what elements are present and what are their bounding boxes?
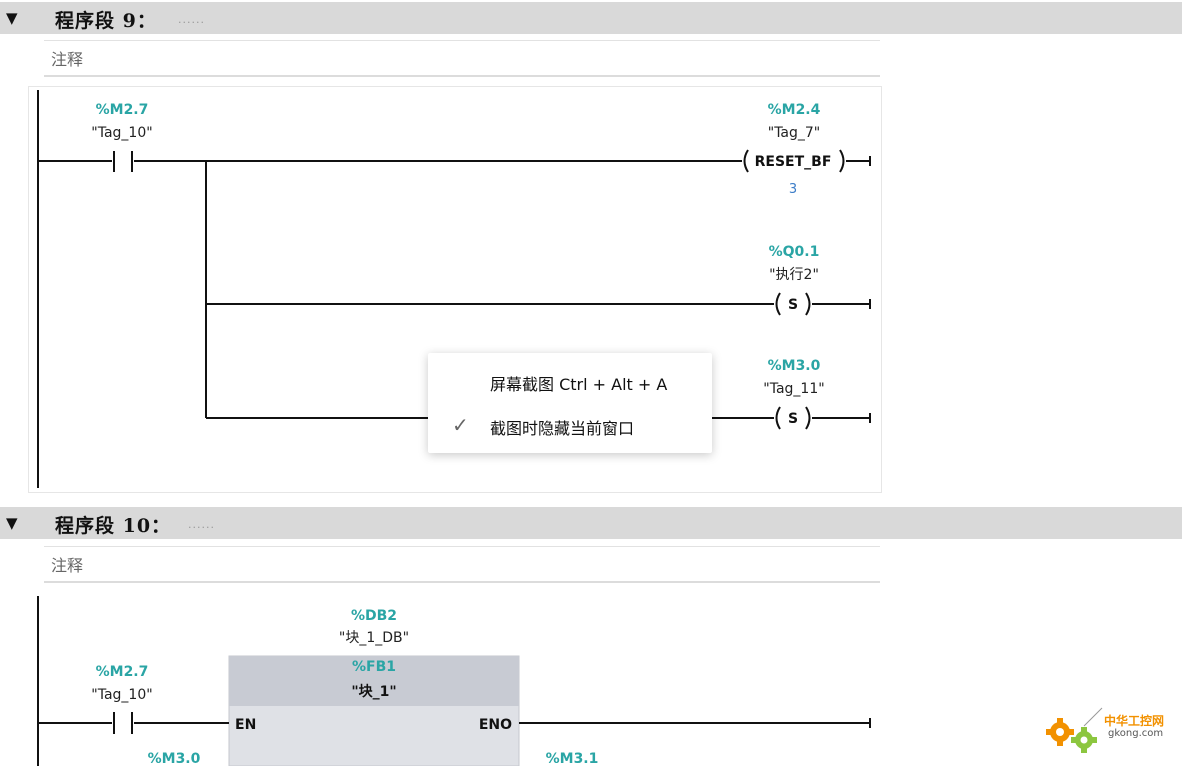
menu-item-hide-window[interactable]: 截图时隐藏当前窗口 <box>490 419 635 438</box>
network-9-title-placeholder[interactable]: ...... <box>178 13 205 26</box>
n10-contact-address: %M2.7 <box>96 664 149 680</box>
logo-brand-text: 中华工控网 <box>1104 714 1165 728</box>
check-icon: ✓ <box>452 413 469 437</box>
collapse-triangle-icon[interactable]: ▼ <box>6 9 18 27</box>
network-9-header[interactable]: ▼ 程序段 9： ...... <box>0 2 1182 34</box>
instance-db-symbol: "块_1_DB" <box>339 630 409 646</box>
fb-block-header <box>229 656 519 706</box>
logo-domain-text: gkong.com <box>1108 728 1164 739</box>
fb-en-pin: EN <box>235 717 256 733</box>
network-10-header[interactable]: ▼ 程序段 10： ...... <box>0 507 1182 539</box>
network-9-comment-text: 注释 <box>51 50 84 69</box>
fb-name: "块_1" <box>351 684 396 700</box>
network-10-title: 程序段 10： <box>55 515 172 537</box>
menu-item-screenshot[interactable]: 屏幕截图 Ctrl + Alt + A <box>490 375 668 394</box>
n10-contact-symbol: "Tag_10" <box>91 687 152 703</box>
collapse-triangle-icon[interactable]: ▼ <box>6 514 18 532</box>
n10-input2-address: %M3.0 <box>148 751 201 766</box>
fb-block <box>228 655 520 766</box>
fb-eno-pin: ENO <box>479 717 512 733</box>
gear-icon <box>1046 707 1103 753</box>
instance-db-address: %DB2 <box>351 608 397 624</box>
n10-output1-address: %M3.1 <box>546 751 599 766</box>
network-9-title: 程序段 9： <box>55 10 157 32</box>
network-10-comment-text: 注释 <box>51 556 84 575</box>
network-9-comment[interactable]: 注释 <box>44 40 880 77</box>
network-10-comment[interactable]: 注释 <box>44 546 880 583</box>
fb-address: %FB1 <box>352 659 396 675</box>
network-10-title-placeholder[interactable]: ...... <box>188 518 215 531</box>
screenshot-context-menu: 屏幕截图 Ctrl + Alt + A ✓ 截图时隐藏当前窗口 <box>428 353 712 453</box>
gkong-logo: 中华工控网 gkong.com <box>1044 706 1174 758</box>
